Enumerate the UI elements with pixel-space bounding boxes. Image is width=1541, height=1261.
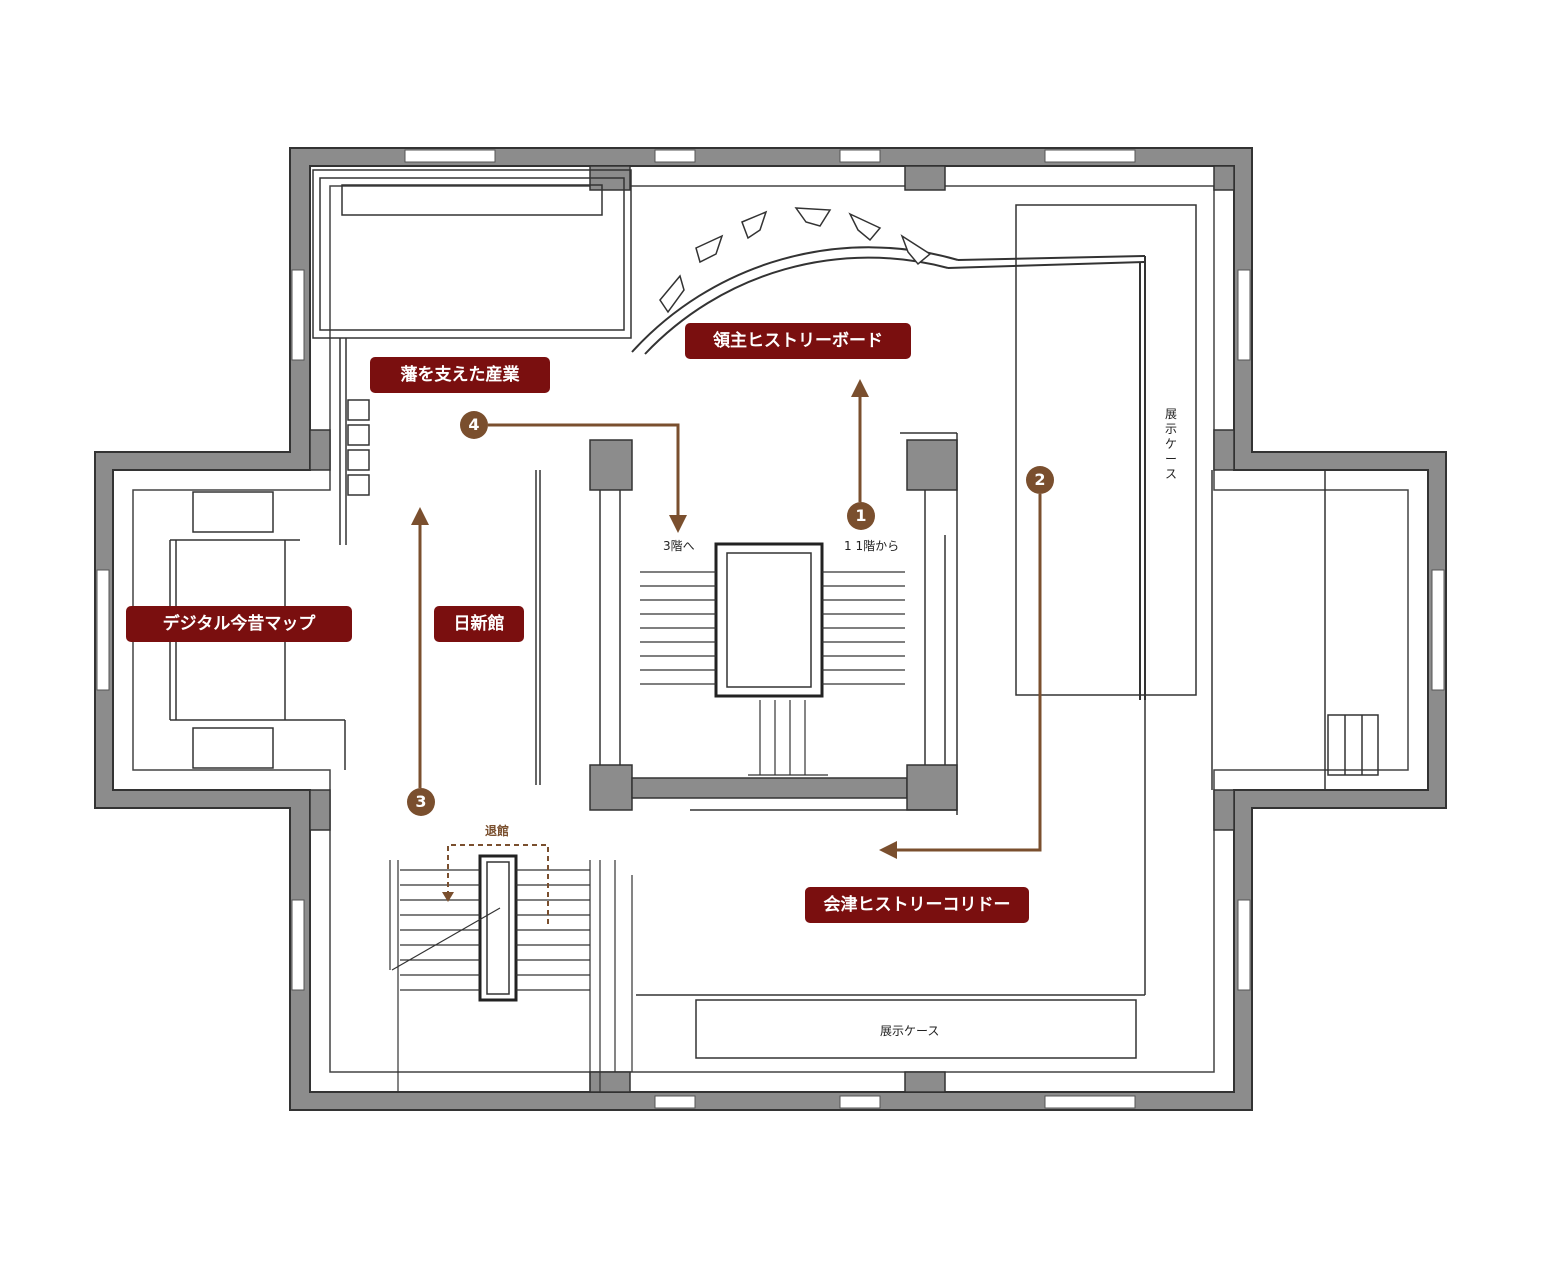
windows: [96, 149, 1445, 1109]
exhibit-panels: [659, 207, 932, 314]
label-nisshinkan: 日新館: [434, 606, 524, 642]
central-stair-treads: [640, 571, 905, 776]
exit-arrowhead: [442, 892, 454, 902]
note-from-first-floor-text: 1階から: [855, 539, 900, 553]
central-stairwell: [589, 439, 958, 811]
label-digital-map: デジタル今昔マップ: [126, 606, 352, 642]
display-case-bottom: [636, 700, 1146, 1059]
display-case-right: [1015, 204, 1197, 696]
route-marker-1: 1: [847, 502, 875, 530]
inner-wall-line: [132, 185, 1409, 1073]
lower-left-stair: [389, 854, 633, 1092]
upper-left-room: [312, 169, 632, 545]
route-marker-2: 2: [1026, 466, 1054, 494]
route-marker-3: 3: [407, 788, 435, 816]
central-elevator: [714, 542, 824, 698]
label-lord-history-board: 領主ヒストリーボード: [685, 323, 911, 359]
note-to-third-floor: 3階へ: [663, 539, 695, 553]
label-aizu-history-corridor: 会津ヒストリーコリドー: [805, 887, 1029, 923]
central-stair-outline: [599, 432, 958, 815]
small-display-cases: [347, 399, 370, 496]
note-display-case-bottom: 展示ケース: [880, 1024, 940, 1038]
exit-route-dashed: [447, 844, 549, 925]
route-lines: [411, 379, 1042, 859]
note-exit: 退館: [485, 824, 510, 838]
label-supporting-industries: 藩を支えた産業: [370, 357, 550, 393]
note-from-first-floor-number: 1: [844, 539, 852, 553]
route-arrow-2: [879, 494, 1042, 859]
partition-wall: [535, 470, 541, 785]
note-from-first-floor: 1 1階から: [844, 537, 899, 554]
right-wing-room: [1211, 470, 1379, 790]
route-arrow-4: [488, 423, 687, 533]
route-marker-4: 4: [460, 411, 488, 439]
note-display-case-right: 展示ケース: [1164, 407, 1177, 481]
curved-exhibit-wall: [631, 246, 1146, 700]
